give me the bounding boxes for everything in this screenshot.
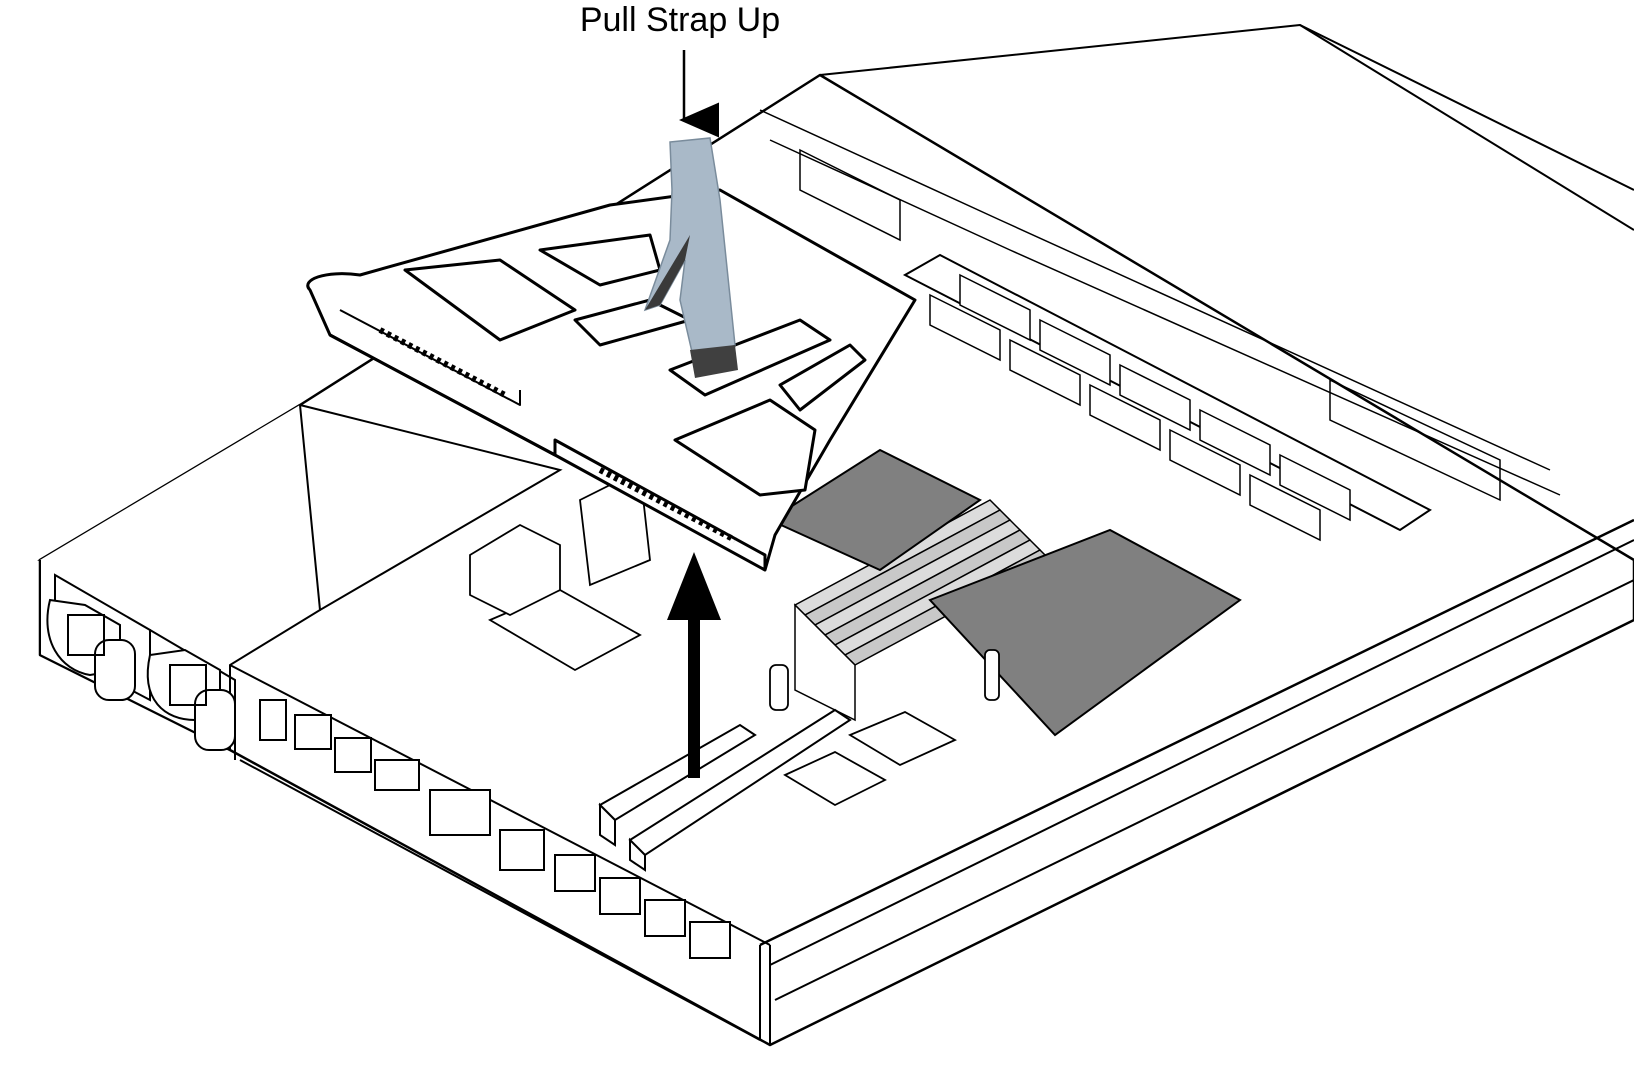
- callout-label: Pull Strap Up: [579, 1, 781, 39]
- rear-io-ports: [259, 699, 731, 959]
- motherboard-components: [469, 468, 1000, 807]
- cpu-heatsink: [767, 448, 1242, 737]
- psu-handle-2: [146, 648, 236, 751]
- pcie-slots: [598, 708, 852, 872]
- pull-strap: [643, 137, 738, 378]
- psu-handle-1: [46, 598, 136, 701]
- drive-cage: [759, 109, 1561, 502]
- fan-assembly: [902, 253, 1432, 542]
- lift-arrow: [667, 552, 721, 778]
- air-duct: [306, 188, 917, 572]
